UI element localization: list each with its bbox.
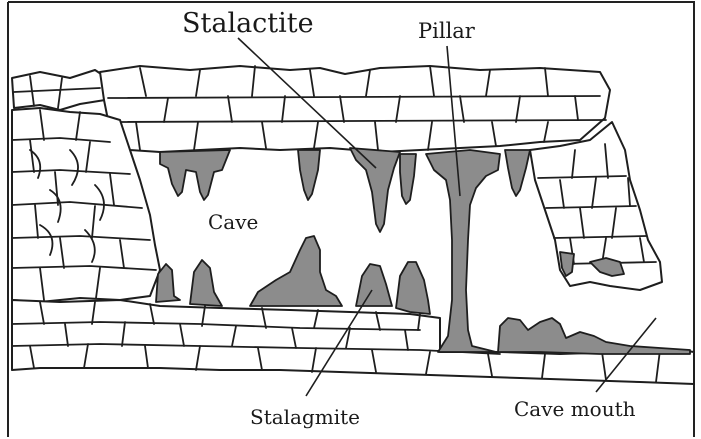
label-pillar: Pillar [418,19,476,43]
label-cave-mouth: Cave mouth [514,397,636,421]
label-stalagmite: Stalagmite [250,405,360,429]
label-cave: Cave [208,210,258,234]
label-stalactite: Stalactite [182,8,314,39]
